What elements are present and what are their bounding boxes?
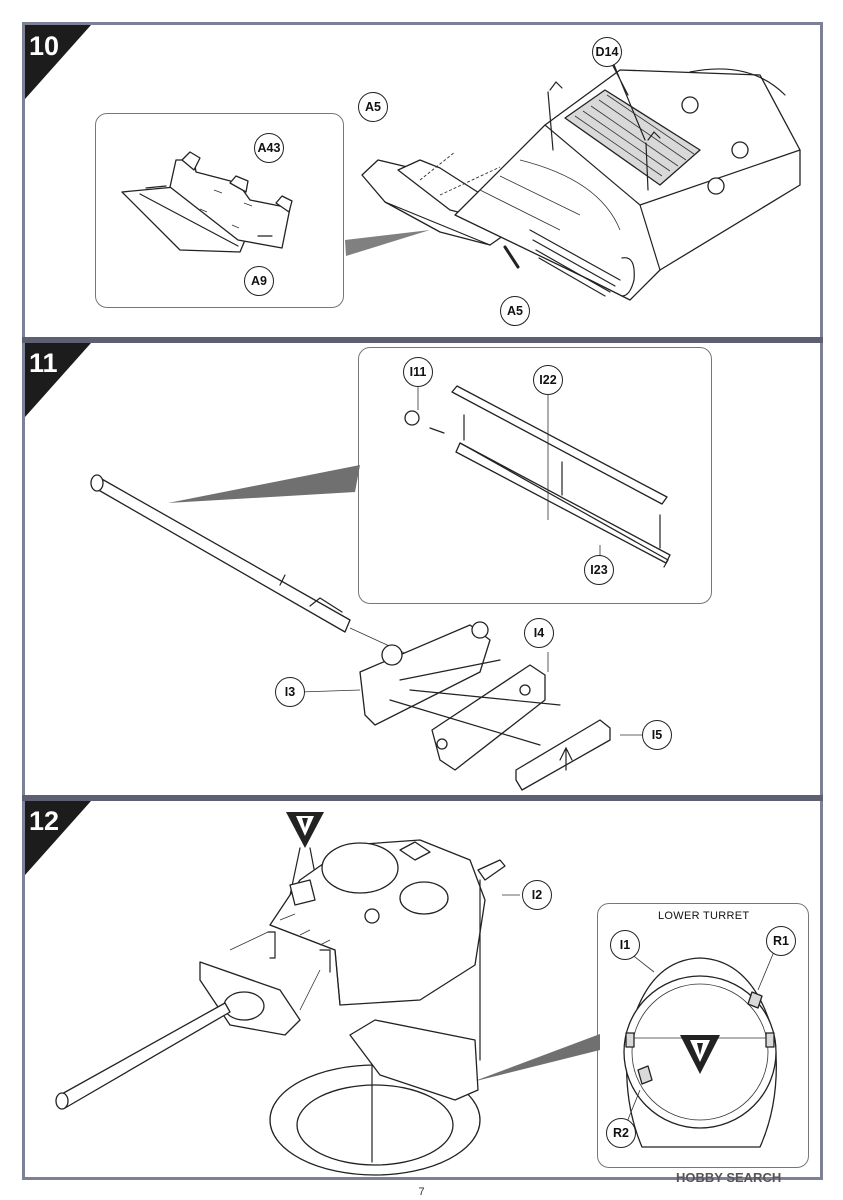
step-10-number: 10 bbox=[29, 31, 60, 61]
part-callout-r2: R2 bbox=[606, 1118, 636, 1148]
step-divider-1 bbox=[22, 337, 823, 343]
part-callout-i2: I2 bbox=[522, 880, 552, 910]
lower-turret-title: LOWER TURRET bbox=[658, 910, 750, 922]
part-callout-a43: A43 bbox=[254, 133, 284, 163]
part-callout-d14: D14 bbox=[592, 37, 622, 67]
part-callout-i5: I5 bbox=[642, 720, 672, 750]
part-callout-a9: A9 bbox=[244, 266, 274, 296]
step-divider-2 bbox=[22, 795, 823, 801]
part-callout-i22: I22 bbox=[533, 365, 563, 395]
part-callout-a5-lower: A5 bbox=[500, 296, 530, 326]
step-12-number: 12 bbox=[29, 806, 60, 836]
page-number: 7 bbox=[418, 1186, 425, 1198]
part-callout-i23: I23 bbox=[584, 555, 614, 585]
step-11-detail-inset bbox=[358, 347, 712, 604]
part-callout-i4: I4 bbox=[524, 618, 554, 648]
part-callout-a5-upper: A5 bbox=[358, 92, 388, 122]
part-callout-i3: I3 bbox=[275, 677, 305, 707]
step-11-number: 11 bbox=[29, 348, 58, 378]
part-callout-i1: I1 bbox=[610, 930, 640, 960]
part-callout-r1: R1 bbox=[766, 926, 796, 956]
part-callout-i11: I11 bbox=[403, 357, 433, 387]
watermark: HOBBY SEARCH bbox=[676, 1170, 782, 1185]
